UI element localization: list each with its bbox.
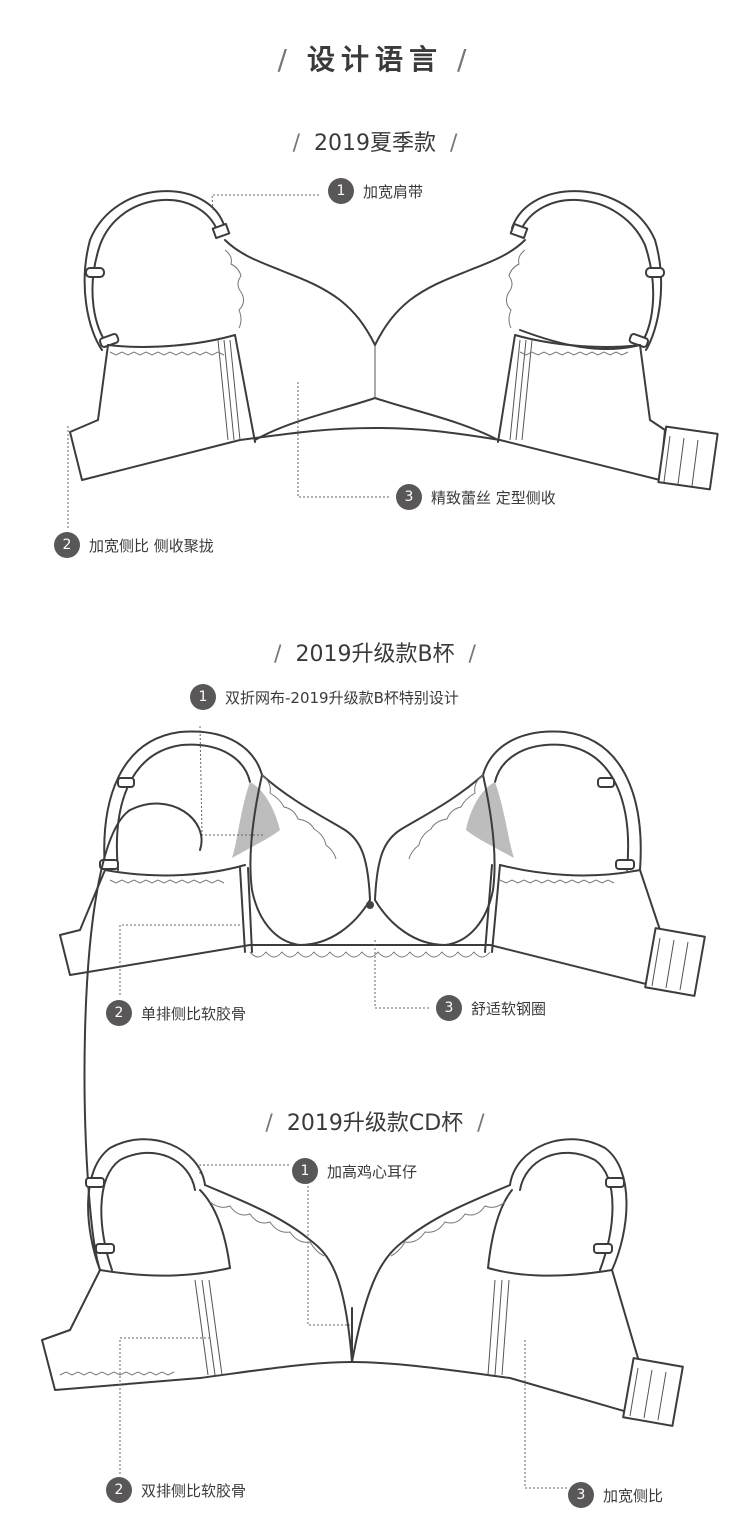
left-strap-ring bbox=[85, 267, 105, 278]
slash-icon: / bbox=[450, 131, 458, 156]
callout-number-badge: 2 bbox=[106, 1477, 132, 1503]
right-strap bbox=[519, 199, 655, 346]
section-3-title: / 2019升级款CD杯 / bbox=[0, 1105, 750, 1137]
section-2-title-text: 2019升级款B杯 bbox=[295, 642, 455, 667]
left-mesh-fold bbox=[232, 782, 280, 858]
left-cup-lace bbox=[224, 239, 376, 346]
slash-icon: / bbox=[265, 1111, 273, 1136]
callout-s2-2: 2 单排侧比软胶骨 bbox=[106, 1000, 246, 1026]
callout-number-badge: 2 bbox=[54, 532, 80, 558]
slash-icon: / bbox=[468, 642, 476, 667]
right-cup bbox=[351, 1184, 511, 1363]
callout-text: 加宽肩带 bbox=[363, 182, 424, 201]
callout-text: 加高鸡心耳仔 bbox=[327, 1162, 418, 1181]
right-strap-adjuster bbox=[597, 777, 615, 788]
section-1-title-text: 2019夏季款 bbox=[314, 131, 436, 156]
section-2-title: / 2019升级款B杯 / bbox=[0, 636, 750, 668]
bra-illustration-b-cup bbox=[59, 725, 706, 1009]
left-cup bbox=[204, 1184, 353, 1363]
callout-s2-3: 3 舒适软钢圈 bbox=[436, 995, 546, 1021]
slash-icon: / bbox=[292, 131, 300, 156]
callout-s3-3: 3 加宽侧比 bbox=[568, 1482, 663, 1508]
left-strap bbox=[91, 199, 219, 346]
callout-number-badge: 3 bbox=[568, 1482, 594, 1508]
callout-text: 单排侧比软胶骨 bbox=[141, 1004, 247, 1023]
left-cup bbox=[249, 774, 371, 946]
hook-eye-band bbox=[657, 425, 719, 491]
callout-s1-1: 1 加宽肩带 bbox=[328, 178, 423, 204]
callout-number-badge: 3 bbox=[436, 995, 462, 1021]
bra-body bbox=[69, 329, 666, 481]
page-title-text: 设计语言 bbox=[306, 43, 443, 76]
left-strap-adjuster bbox=[85, 1177, 105, 1188]
center-gore-dot bbox=[366, 901, 374, 909]
hook-eye-band bbox=[622, 1357, 684, 1427]
bra-body bbox=[41, 1269, 666, 1421]
callout-text: 舒适软钢圈 bbox=[471, 999, 547, 1018]
callout-number-badge: 1 bbox=[190, 684, 216, 710]
section-1-title: / 2019夏季款 / bbox=[0, 125, 750, 157]
callout-s1-2: 2 加宽侧比 侧收聚拢 bbox=[54, 532, 214, 558]
callout-s1-3: 3 精致蕾丝 定型侧收 bbox=[396, 484, 556, 510]
bra-illustration-summer bbox=[67, 190, 719, 530]
bra-body bbox=[59, 864, 699, 996]
callout-text: 双折网布-2019升级款B杯特别设计 bbox=[225, 688, 459, 707]
hook-eye-band bbox=[644, 927, 706, 997]
callout-s2-1: 1 双折网布-2019升级款B杯特别设计 bbox=[190, 684, 459, 710]
callout-number-badge: 2 bbox=[106, 1000, 132, 1026]
right-strap-adjuster bbox=[605, 1177, 625, 1188]
callout-number-badge: 3 bbox=[396, 484, 422, 510]
bra-illustration-cd-cup bbox=[41, 802, 684, 1489]
section-3-title-text: 2019升级款CD杯 bbox=[286, 1111, 464, 1136]
right-strap-ring bbox=[645, 267, 665, 278]
left-strap-adjuster bbox=[117, 777, 135, 788]
callout-number-badge: 1 bbox=[328, 178, 354, 204]
right-cup bbox=[374, 774, 496, 946]
callout-text: 精致蕾丝 定型侧收 bbox=[431, 488, 556, 507]
left-strap-adjuster bbox=[211, 222, 231, 240]
callout-number-badge: 1 bbox=[292, 1158, 318, 1184]
right-strap-adjuster bbox=[509, 222, 529, 240]
title-slash-left: / bbox=[277, 43, 293, 76]
right-mesh-fold bbox=[466, 782, 514, 858]
callout-text: 加宽侧比 bbox=[603, 1486, 664, 1505]
callout-text: 加宽侧比 侧收聚拢 bbox=[89, 536, 214, 555]
right-strap bbox=[482, 730, 642, 871]
page-title: / 设计语言 / bbox=[0, 38, 750, 78]
callout-s3-1: 1 加高鸡心耳仔 bbox=[292, 1158, 417, 1184]
callout-s3-2: 2 双排侧比软胶骨 bbox=[106, 1477, 246, 1503]
left-strap bbox=[103, 730, 263, 871]
slash-icon: / bbox=[274, 642, 282, 667]
right-strap bbox=[509, 1138, 628, 1271]
title-slash-right: / bbox=[457, 43, 473, 76]
slash-icon: / bbox=[477, 1111, 485, 1136]
callout-text: 双排侧比软胶骨 bbox=[141, 1481, 247, 1500]
